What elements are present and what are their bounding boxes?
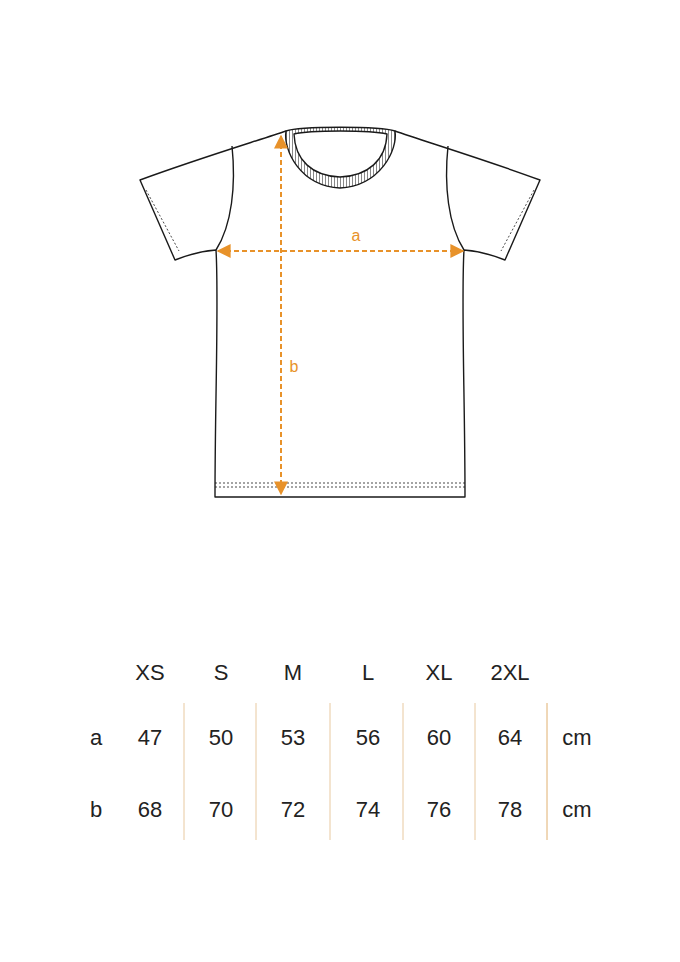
unit-label: cm	[562, 799, 591, 821]
table-cell: 47	[138, 727, 162, 749]
table-cell: 74	[356, 799, 380, 821]
size-header: 2XL	[490, 662, 529, 684]
table-cell: 68	[138, 799, 162, 821]
table-cell: 72	[281, 799, 305, 821]
dimension-label: b	[288, 359, 301, 375]
table-cell: 56	[356, 727, 380, 749]
size-header: S	[214, 662, 229, 684]
table-cell: 64	[498, 727, 522, 749]
table-cell: 76	[427, 799, 451, 821]
table-cell: 60	[427, 727, 451, 749]
tshirt-outline	[140, 127, 540, 497]
table-cell: 78	[498, 799, 522, 821]
row-header: a	[90, 727, 102, 749]
unit-label: cm	[562, 727, 591, 749]
dimension-arrows	[218, 136, 463, 494]
dimension-label: a	[350, 228, 363, 244]
size-header: L	[362, 662, 374, 684]
size-header: M	[284, 662, 302, 684]
table-cell: 70	[209, 799, 233, 821]
table-cell: 53	[281, 727, 305, 749]
row-header: b	[90, 799, 102, 821]
size-header: XS	[135, 662, 164, 684]
table-cell: 50	[209, 727, 233, 749]
table-separators	[184, 703, 547, 840]
size-header: XL	[426, 662, 453, 684]
